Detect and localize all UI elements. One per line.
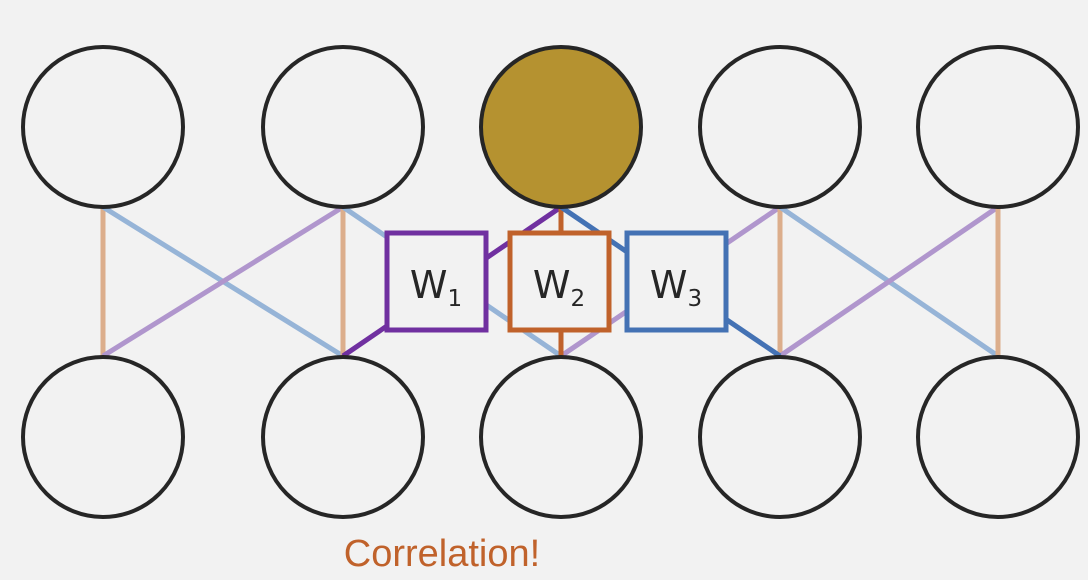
weight-box-w2-frame xyxy=(507,230,612,333)
top-node-5 xyxy=(916,45,1080,209)
weight-box-w2: W2 xyxy=(507,230,612,333)
weight-box-w3-frame xyxy=(624,230,729,333)
caption-text: Correlation! xyxy=(343,533,541,575)
weight-box-w3-label: W3 xyxy=(650,263,702,312)
weight-box-w1-frame xyxy=(384,230,489,333)
top-node-4 xyxy=(698,45,862,209)
weight-box-w1: W1 xyxy=(384,230,489,333)
bottom-nodes xyxy=(21,355,1080,519)
top-node-3-highlighted xyxy=(479,45,643,209)
bottom-node-1 xyxy=(21,355,185,519)
weight-box-w1-label: W1 xyxy=(410,263,462,312)
weight-box-w3: W3 xyxy=(624,230,729,333)
connection-e-purple xyxy=(778,204,1000,359)
weight-boxes: W1 W2 W3 xyxy=(384,230,729,333)
bottom-node-4 xyxy=(698,355,862,519)
connection-b-purple xyxy=(101,204,345,359)
top-node-1 xyxy=(21,45,185,209)
bottom-node-2 xyxy=(261,355,425,519)
bottom-node-3 xyxy=(479,355,643,519)
weight-box-w2-label: W2 xyxy=(533,263,585,312)
top-node-2 xyxy=(261,45,425,209)
bottom-node-5 xyxy=(916,355,1080,519)
top-nodes xyxy=(21,45,1080,209)
